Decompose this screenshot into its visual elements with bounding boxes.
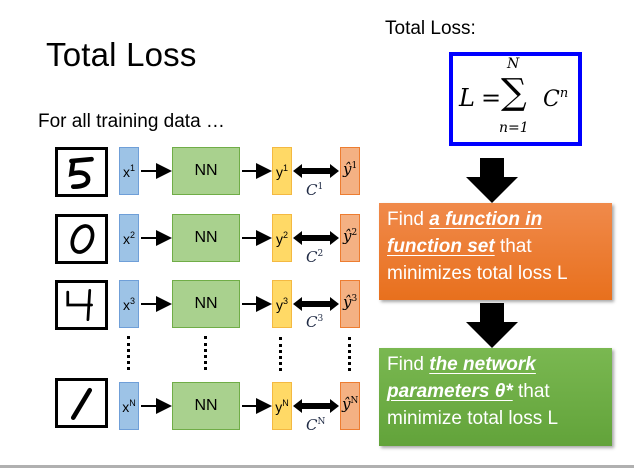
ellipsis-dots (204, 336, 211, 370)
digit-image-5 (55, 147, 108, 197)
double-arrow-icon (293, 231, 339, 245)
cost-label: C2 (306, 248, 324, 266)
down-arrow-icon (466, 303, 518, 348)
slide-title: Total Loss (46, 36, 197, 73)
step-line-3: minimizes total loss L (387, 263, 568, 284)
output-box: yN (272, 382, 292, 430)
step-line-2: function set that (387, 236, 532, 257)
step-line-1: Find a function in (387, 209, 543, 230)
target-label: ŷ3 (343, 293, 358, 311)
output-box: y1 (272, 147, 292, 195)
nn-box: NN (172, 280, 240, 328)
output-box: y3 (272, 280, 292, 328)
total-loss-label: Total Loss: (385, 18, 476, 39)
input-box: x2 (119, 214, 139, 262)
sum-icon: ∑ (501, 72, 527, 113)
double-arrow-icon (293, 164, 339, 178)
step-line-2: parameters θ* that (387, 381, 550, 402)
digit-image-1 (55, 378, 108, 428)
digit-image-4 (55, 280, 108, 330)
output-box: y2 (272, 214, 292, 262)
ellipsis-dots (127, 336, 134, 370)
row-n-arrows (141, 398, 339, 414)
target-label: ŷN (342, 395, 359, 413)
target-label: ŷ1 (343, 160, 358, 178)
step-line-1: Find the network (387, 354, 536, 375)
bottom-divider (0, 465, 634, 468)
target-box (340, 214, 360, 262)
input-label: x3 (122, 295, 135, 313)
input-box: x3 (119, 280, 139, 328)
step-find-function: Find a function in function set that min… (379, 203, 612, 300)
nn-box: NN (172, 147, 240, 195)
sum-lower-limit: n=1 (499, 120, 529, 136)
loss-formula-box: L = N ∑ n=1 Cn (449, 52, 582, 146)
output-label: y3 (275, 295, 288, 313)
output-label: yN (275, 397, 289, 415)
input-label: xN (122, 397, 136, 415)
down-arrow-icon (466, 158, 518, 203)
input-label: x1 (122, 162, 135, 180)
slide-subtitle: For all training data … (38, 111, 225, 132)
equals-sign: = (481, 84, 502, 112)
cost-label: C3 (306, 313, 324, 331)
cost-label: CN (306, 416, 326, 434)
double-arrow-icon (293, 399, 339, 413)
input-label: x2 (122, 229, 135, 247)
ellipsis-dots (279, 337, 286, 371)
target-box (340, 147, 360, 195)
loss-term: Cn (543, 86, 569, 112)
cost-label: C1 (306, 181, 324, 199)
sum-upper-limit: N (507, 56, 520, 72)
target-box (340, 280, 360, 328)
output-label: y1 (275, 162, 288, 180)
row-3-arrows (141, 296, 339, 312)
digit-image-0 (55, 214, 108, 264)
step-line-3: minimize total loss L (387, 408, 559, 429)
double-arrow-icon (293, 297, 339, 311)
output-label: y2 (275, 229, 288, 247)
ellipsis-dots (348, 337, 355, 371)
target-box (340, 382, 360, 430)
loss-lhs: L (459, 84, 475, 112)
target-label: ŷ2 (343, 227, 358, 245)
step-find-parameters: Find the network parameters θ* that mini… (379, 348, 612, 446)
row-1-arrows (141, 163, 339, 179)
nn-box: NN (172, 382, 240, 430)
input-box: x1 (119, 147, 139, 195)
nn-box: NN (172, 214, 240, 262)
input-box: xN (119, 382, 139, 430)
row-2-arrows (141, 230, 339, 246)
